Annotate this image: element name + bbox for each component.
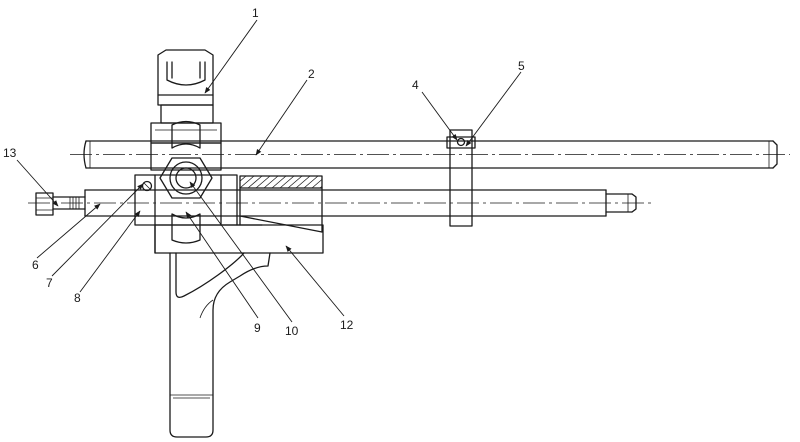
- lower-shaft: [28, 190, 655, 216]
- shift-fork-head: [151, 50, 221, 143]
- callout-12: 12: [340, 318, 354, 332]
- callout-6: 6: [32, 258, 39, 272]
- leader-lines: [17, 20, 521, 322]
- callout-13: 13: [3, 146, 17, 160]
- callout-1: 1: [252, 6, 259, 20]
- callout-2: 2: [308, 67, 315, 81]
- callout-7: 7: [46, 276, 53, 290]
- callout-labels: 1 2 4 5 6 7 8 9 10 12 13: [3, 6, 525, 338]
- callout-5: 5: [518, 59, 525, 73]
- set-screw: [458, 139, 465, 146]
- callout-10: 10: [285, 324, 299, 338]
- callout-4: 4: [412, 78, 419, 92]
- guide-sleeve: [232, 176, 334, 232]
- callout-9: 9: [254, 321, 261, 335]
- collar: [447, 130, 475, 226]
- bolt: [36, 193, 85, 215]
- callout-8: 8: [74, 291, 81, 305]
